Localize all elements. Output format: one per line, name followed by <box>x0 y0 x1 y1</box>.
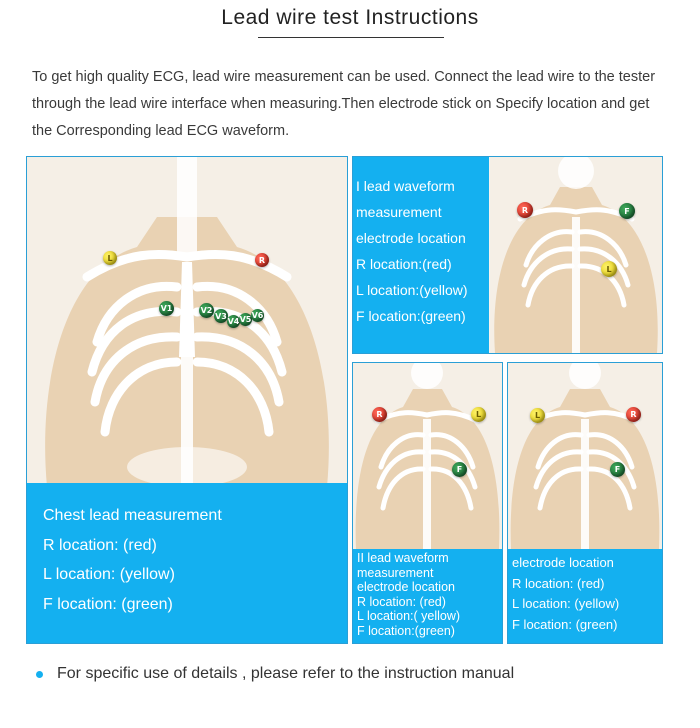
lead-ii-caption-line: electrode location <box>357 580 455 594</box>
lead-i-caption: I lead waveform measurement electrode lo… <box>353 157 489 353</box>
electrode-r: R <box>255 253 269 267</box>
torso-illustration <box>353 363 502 549</box>
chest-caption-line: F location: (green) <box>43 595 173 613</box>
lead-ii-caption-line: measurement <box>357 565 434 580</box>
lead-iii-caption-line: R location: (red) <box>512 575 605 591</box>
torso-illustration <box>27 157 347 487</box>
bullet-icon <box>36 670 43 678</box>
lead-i-caption-line: measurement <box>356 204 442 220</box>
lead-i-caption-line: R location:(red) <box>356 256 452 272</box>
lead-ii-panel: R L F II lead waveform measurement elect… <box>352 362 503 644</box>
lead-i-caption-line: I lead waveform <box>356 178 455 194</box>
lead-ii-caption-line: F location:(green) <box>357 623 455 638</box>
electrode-f: F <box>452 462 467 477</box>
electrode-v5: V5 <box>239 313 252 326</box>
electrode-r: R <box>626 407 641 422</box>
title-underline <box>258 37 444 38</box>
electrode-l: L <box>103 251 117 265</box>
footer-note: For specific use of details , please ref… <box>36 665 514 683</box>
electrode-l: L <box>471 407 486 422</box>
electrode-v2: V2 <box>199 303 214 318</box>
footer-note-text: For specific use of details , please ref… <box>57 665 515 682</box>
electrode-v6: V6 <box>251 309 264 322</box>
lead-iii-panel: L R F electrode location R location: (re… <box>507 362 663 644</box>
lead-iii-caption-line: F location: (green) <box>512 616 618 632</box>
torso-illustration <box>490 157 662 353</box>
lead-i-caption-line: L location:(yellow) <box>356 282 468 298</box>
electrode-v4: V4 <box>227 315 240 328</box>
lead-ii-caption-line: II lead waveform <box>357 551 449 565</box>
electrode-l: L <box>530 408 545 423</box>
lead-i-caption-line: F location:(green) <box>356 308 466 324</box>
lead-i-caption-line: electrode location <box>356 230 466 246</box>
chest-caption-line: R location: (red) <box>43 536 157 554</box>
electrode-f: F <box>610 462 625 477</box>
chest-lead-caption: Chest lead measurement R location: (red)… <box>27 483 347 643</box>
lead-ii-caption-line: L location:( yellow) <box>357 609 461 623</box>
chest-caption-line: L location: (yellow) <box>43 566 175 583</box>
chest-lead-panel: L R V1 V2 V3 V4 V5 V6 Chest lead measure… <box>26 156 348 644</box>
electrode-l: L <box>601 261 617 277</box>
electrode-v3: V3 <box>214 309 228 323</box>
electrode-f: F <box>619 203 635 219</box>
electrode-v1: V1 <box>159 301 174 316</box>
chest-caption-line: Chest lead measurement <box>43 507 222 524</box>
lead-ii-caption-line: R location: (red) <box>357 594 446 609</box>
page-title: Lead wire test Instructions <box>221 6 479 29</box>
electrode-r: R <box>517 202 533 218</box>
torso-illustration <box>508 363 662 549</box>
lead-iii-caption-line: electrode location <box>512 555 614 570</box>
electrode-r: R <box>372 407 387 422</box>
lead-iii-caption-line: L location: (yellow) <box>512 596 620 611</box>
lead-ii-caption: II lead waveform measurement electrode l… <box>353 549 502 643</box>
lead-iii-caption: electrode location R location: (red) L l… <box>508 549 662 643</box>
lead-i-panel: I lead waveform measurement electrode lo… <box>352 156 663 354</box>
intro-paragraph: To get high quality ECG, lead wire measu… <box>32 69 656 139</box>
